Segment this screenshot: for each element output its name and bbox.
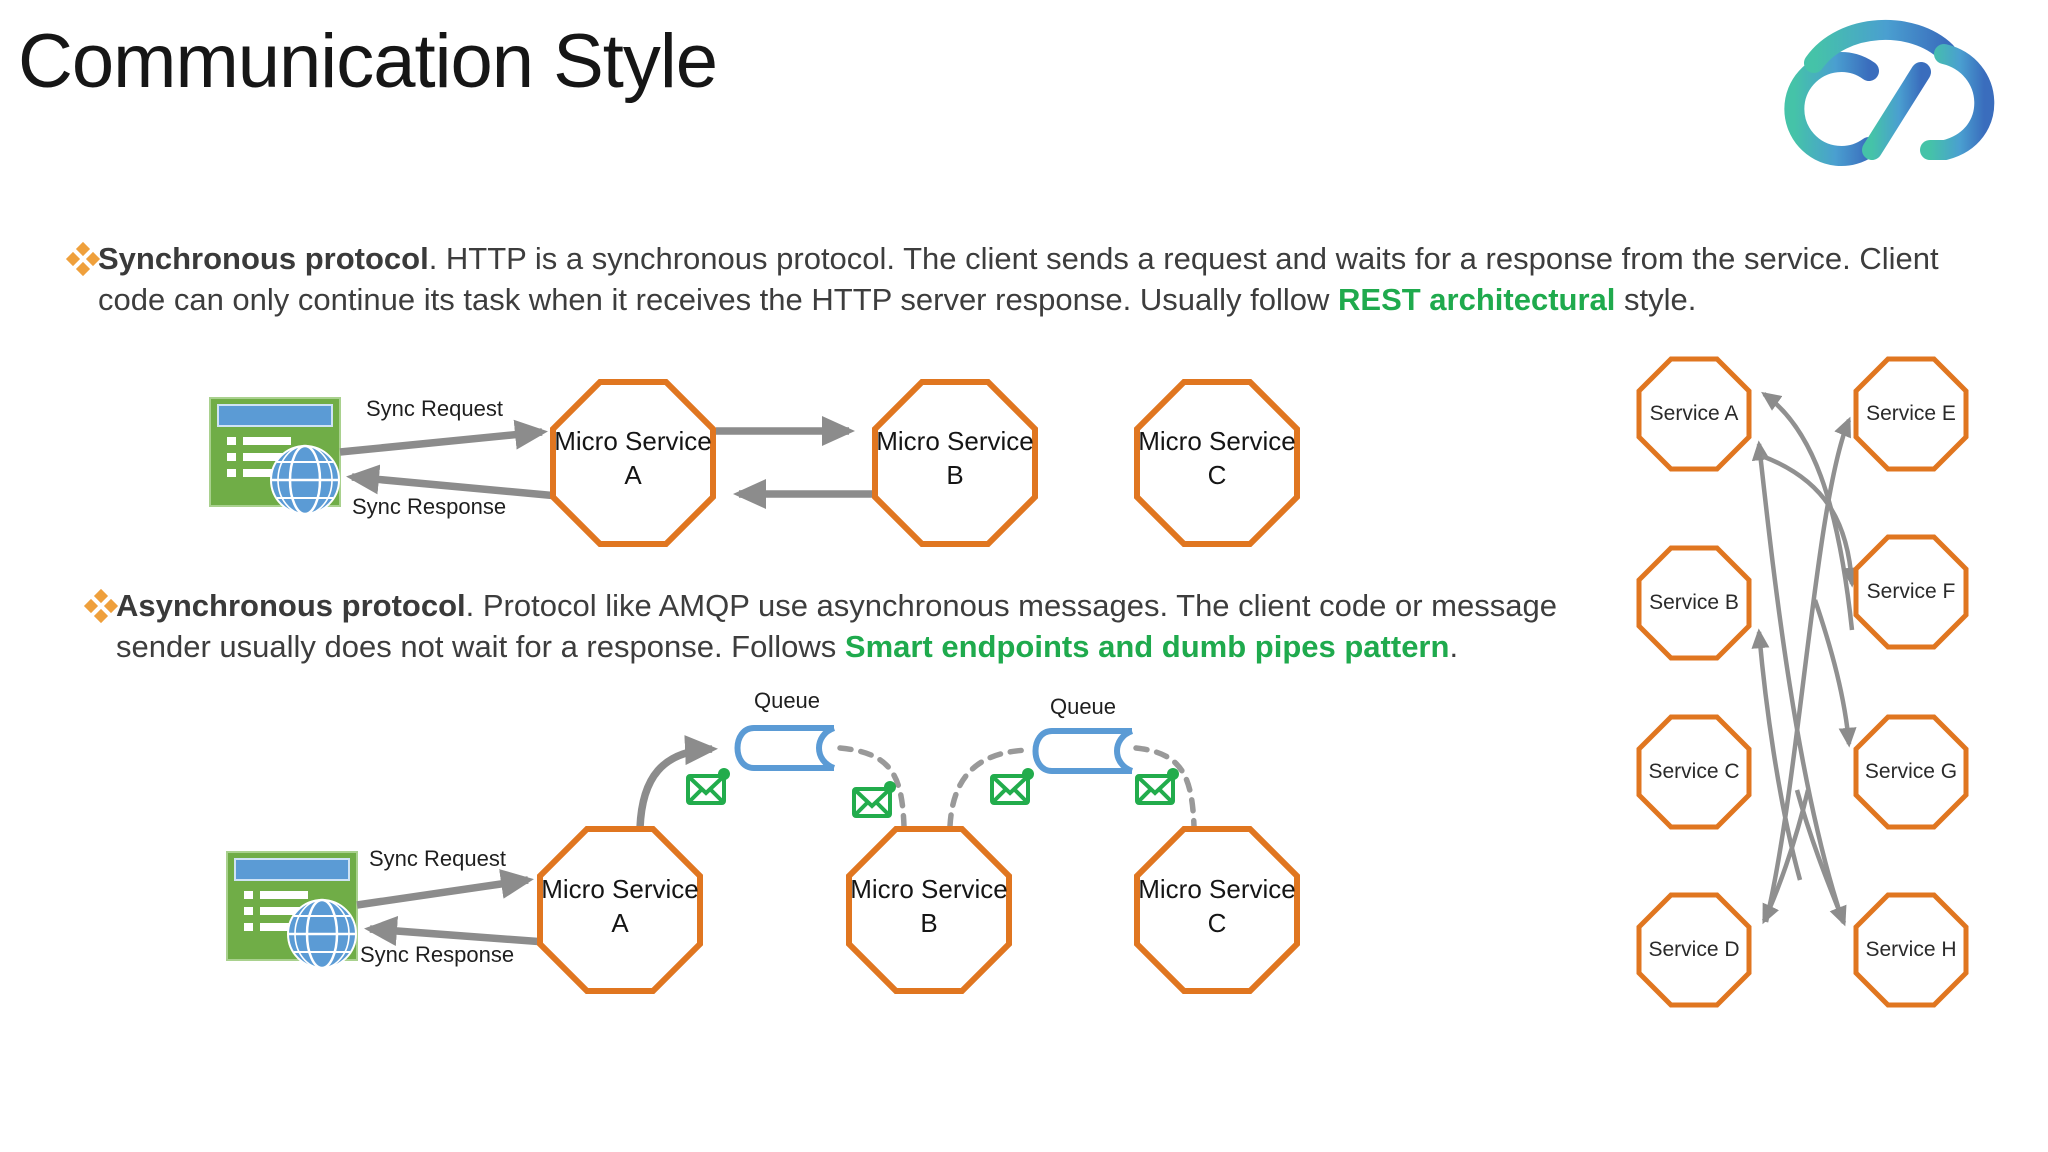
micro-service-b-label: Micro Service B — [876, 426, 1034, 490]
arrow-to-service-e — [1763, 416, 1852, 923]
octagon-micro-service-c — [1134, 379, 1300, 547]
sync-response-arrow — [364, 916, 546, 946]
bullet-body: . Protocol like AMQP use asynchronous me… — [116, 588, 1557, 664]
service-d-label: Service D — [1648, 938, 1740, 961]
service-b-label: Service B — [1649, 591, 1739, 614]
queue1-icon — [734, 725, 836, 771]
logo-cloud-hump — [1804, 19, 1956, 73]
service-c-label: Service C — [1648, 760, 1740, 783]
octagon-micro-service-a — [537, 826, 703, 994]
sync-request-arrow — [339, 419, 548, 456]
bullet-tail: style. — [1615, 282, 1697, 317]
arrow-to-service-a-right — [1751, 440, 1846, 923]
micro-service-a-label: Micro Service A — [554, 426, 712, 490]
octagon-micro-service-c — [1134, 826, 1300, 994]
arrow-to-service-h — [1794, 789, 1847, 927]
client-globe-icon — [287, 898, 357, 970]
mesh-diagram — [1636, 356, 1969, 1008]
micro-service-c-label: Micro Service C — [1138, 426, 1296, 490]
octagon-micro-service-b — [846, 826, 1012, 994]
bullet-asynchronous-text: Asynchronous protocol. Protocol like AMQ… — [116, 585, 1606, 667]
octagon-service-e — [1853, 356, 1969, 472]
logo-letter-d — [1920, 44, 1995, 160]
sync-request-arrow — [356, 869, 534, 909]
bullet-body: . HTTP is a synchronous protocol. The cl… — [98, 241, 1939, 317]
service-h-label: Service H — [1865, 938, 1957, 961]
mesh-octagons — [1636, 356, 1969, 1008]
sync-response-arrow — [346, 464, 559, 500]
envelope-icon — [990, 768, 1034, 805]
bullet-highlight: Smart endpoints and dumb pipes pattern — [844, 629, 1450, 664]
queue2-icon — [1032, 728, 1134, 774]
octagon-service-h — [1853, 892, 1969, 1008]
micro-service-c-label: Micro Service C — [1138, 874, 1296, 938]
bullet-tail: . — [1449, 629, 1459, 664]
sync-request-label: Sync Request — [369, 846, 506, 871]
micro-service-b-label: Micro Service B — [850, 874, 1008, 938]
octagon-service-d — [1636, 892, 1752, 1008]
bullet-synchronous: Synchronous protocol. HTTP is a synchron… — [65, 238, 1948, 320]
bullet-highlight: REST architectural — [1338, 282, 1616, 317]
service-a-label: Service A — [1649, 402, 1739, 425]
octagon-micro-service-a — [550, 379, 716, 547]
service-f-label: Service F — [1866, 580, 1956, 603]
service-e-label: Service E — [1866, 402, 1956, 425]
envelope-icon — [852, 781, 896, 818]
arrow-to-service-g — [1812, 599, 1857, 748]
micro-service-a-label: Micro Service A — [541, 874, 699, 938]
octagon-service-g — [1853, 714, 1969, 830]
bullet-asynchronous: Asynchronous protocol. Protocol like AMQ… — [83, 585, 1606, 667]
queue2-label: Queue — [1049, 694, 1117, 719]
octagon-service-b — [1636, 545, 1752, 661]
octagon-micro-service-b — [872, 379, 1038, 547]
bullet-lead: Synchronous protocol — [98, 241, 429, 276]
bullet-synchronous-text: Synchronous protocol. HTTP is a synchron… — [98, 238, 1948, 320]
message-envelope-icons — [686, 768, 1179, 818]
sync-request-label: Sync Request — [366, 396, 503, 421]
octagon-service-a — [1636, 356, 1752, 472]
bullet-lead: Asynchronous protocol — [116, 588, 466, 623]
envelope-icon — [686, 768, 730, 805]
sync-response-label: Sync Response — [360, 942, 515, 967]
dashed-queue2-to-c — [1133, 745, 1197, 829]
service-g-label: Service G — [1864, 760, 1958, 783]
dashed-b-to-queue2 — [947, 747, 1031, 829]
sync-diagram — [209, 379, 1300, 547]
cnd-logo — [1784, 19, 1995, 166]
queue1-label: Queue — [753, 688, 821, 713]
octagon-service-f — [1853, 534, 1969, 650]
client-globe-icon — [270, 444, 340, 516]
sync-response-label: Sync Response — [352, 494, 507, 519]
page-title: Communication Style — [18, 19, 718, 104]
arrow-a-to-queue1 — [636, 735, 718, 829]
octagon-service-c — [1636, 714, 1752, 830]
async-diagram — [226, 725, 1300, 994]
logo-letter-c — [1784, 52, 1879, 166]
envelope-icon — [1135, 768, 1179, 805]
mesh-arrows — [1751, 391, 1860, 927]
arrow-to-service-f — [1761, 453, 1860, 588]
